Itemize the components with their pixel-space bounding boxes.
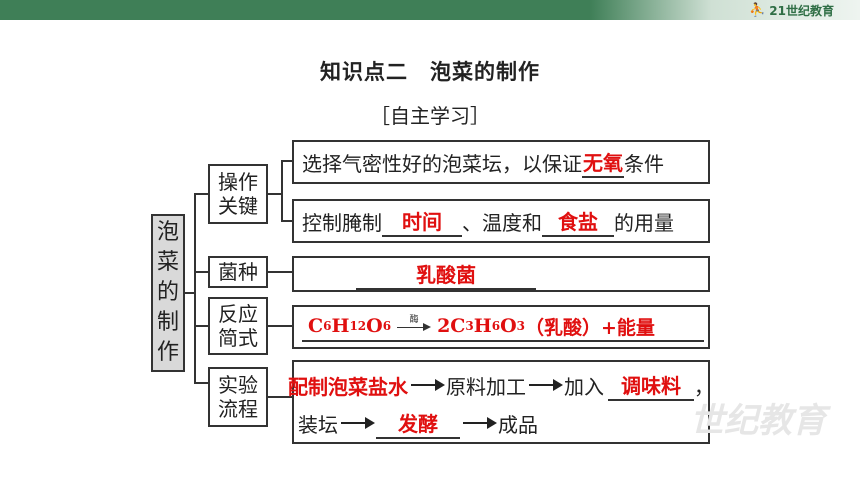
row-text: ， [694,374,714,399]
brand-logo: ⛹ 21世纪教育 [749,2,834,18]
row-text: 的用量 [614,210,674,235]
answer-text: 发酵 [398,411,438,436]
root-box: 泡 菜 的 制 作 [151,214,185,372]
top-banner: ⛹ 21世纪教育 [0,0,860,20]
row-text: 选择气密性好的泡菜坛，以保证 [302,151,582,176]
root-char: 的 [156,280,179,305]
row-text: 加入 [564,374,604,399]
process-row-1: 配制泡菜盐水 原料加工 加入 调味料 ， [288,368,714,402]
formula-text: O [500,315,517,337]
connector [268,271,292,273]
answer-blank: 无氧 [582,147,624,178]
answer-blank: 时间 [382,206,462,237]
answer-blank: 调味料 [608,370,694,401]
bacteria-row: 乳酸菌 [292,256,710,292]
arrow-icon [463,417,497,429]
arrow-icon [529,379,563,391]
process-row-2: 装坛 发酵 成品 [298,406,538,440]
root-char: 菜 [156,250,179,275]
enzyme-label: 酶 [409,315,419,325]
formula-subscript: 6 [382,319,392,333]
row-text: 、温度和 [462,210,542,235]
category-process: 实验 流程 [208,367,268,427]
arrow-icon [341,417,375,429]
row-text: 原料加工 [446,374,526,399]
formula-text: H [473,315,492,337]
category-label: 流程 [218,397,258,421]
formula-text: H [331,315,350,337]
category-reaction: 反应 简式 [208,297,268,355]
formula-subscript: 6 [491,319,501,333]
connector [194,271,208,273]
answer-text: 时间 [402,209,442,234]
enzyme-arrow: 酶 [397,315,432,334]
row-text: 条件 [624,151,664,176]
connector [194,325,208,327]
category-label: 关键 [218,194,258,218]
answer-text: 调味料 [621,373,681,398]
category-bacteria: 菌种 [208,256,268,288]
watermark: 世纪教育 [690,401,826,441]
answer-text: 食盐 [558,209,598,234]
row-text: 成品 [498,412,538,437]
formula-text: O [366,315,383,337]
process-box [292,360,710,444]
root-char: 泡 [156,220,179,245]
connector [281,220,292,222]
formula-text: C [450,315,466,337]
connector [268,325,292,327]
page-title: 知识点二 泡菜的制作 [320,60,540,84]
connector [194,382,208,384]
arrow-icon [411,379,445,391]
answer-blank: 食盐 [542,206,614,237]
key-row-2: 控制腌制 时间 、温度和 食盐 的用量 [292,199,710,243]
key-row-1: 选择气密性好的泡菜坛，以保证 无氧 条件 [292,140,710,184]
formula-text: C [308,315,324,337]
connector [281,160,292,162]
connector [268,193,282,195]
section-subtitle: ［自主学习］ [370,104,490,128]
category-label: 操作 [218,170,258,194]
row-text: 装坛 [298,412,338,437]
formula-text: （乳酸）+能量 [525,316,655,339]
answer-text: 乳酸菌 [416,262,476,287]
answer-text: 无氧 [583,150,623,175]
logo-text: 21世纪教育 [769,3,834,18]
category-label: 实验 [218,373,258,397]
formula-subscript: 6 [323,319,332,333]
root-char: 作 [156,340,179,365]
connector [194,193,208,195]
category-key: 操作 关键 [208,164,268,224]
formula-subscript: 3 [516,319,526,333]
connector [281,160,283,222]
connector [194,193,196,383]
answer-blank: 发酵 [376,408,460,439]
formula-text: 2 [437,315,451,337]
category-label: 简式 [218,326,258,350]
formula-subscript: 12 [349,319,367,333]
answer-blank: 乳酸菌 [356,259,536,290]
banner-gradient [590,0,860,20]
runner-icon: ⛹ [749,2,766,18]
category-label: 反应 [218,302,258,326]
answer-text: 配制泡菜盐水 [288,374,408,399]
root-char: 制 [156,310,179,335]
formula-subscript: 3 [465,319,474,333]
category-label: 菌种 [218,260,258,284]
connector [185,292,195,294]
connector [268,396,292,398]
row-text: 控制腌制 [302,210,382,235]
